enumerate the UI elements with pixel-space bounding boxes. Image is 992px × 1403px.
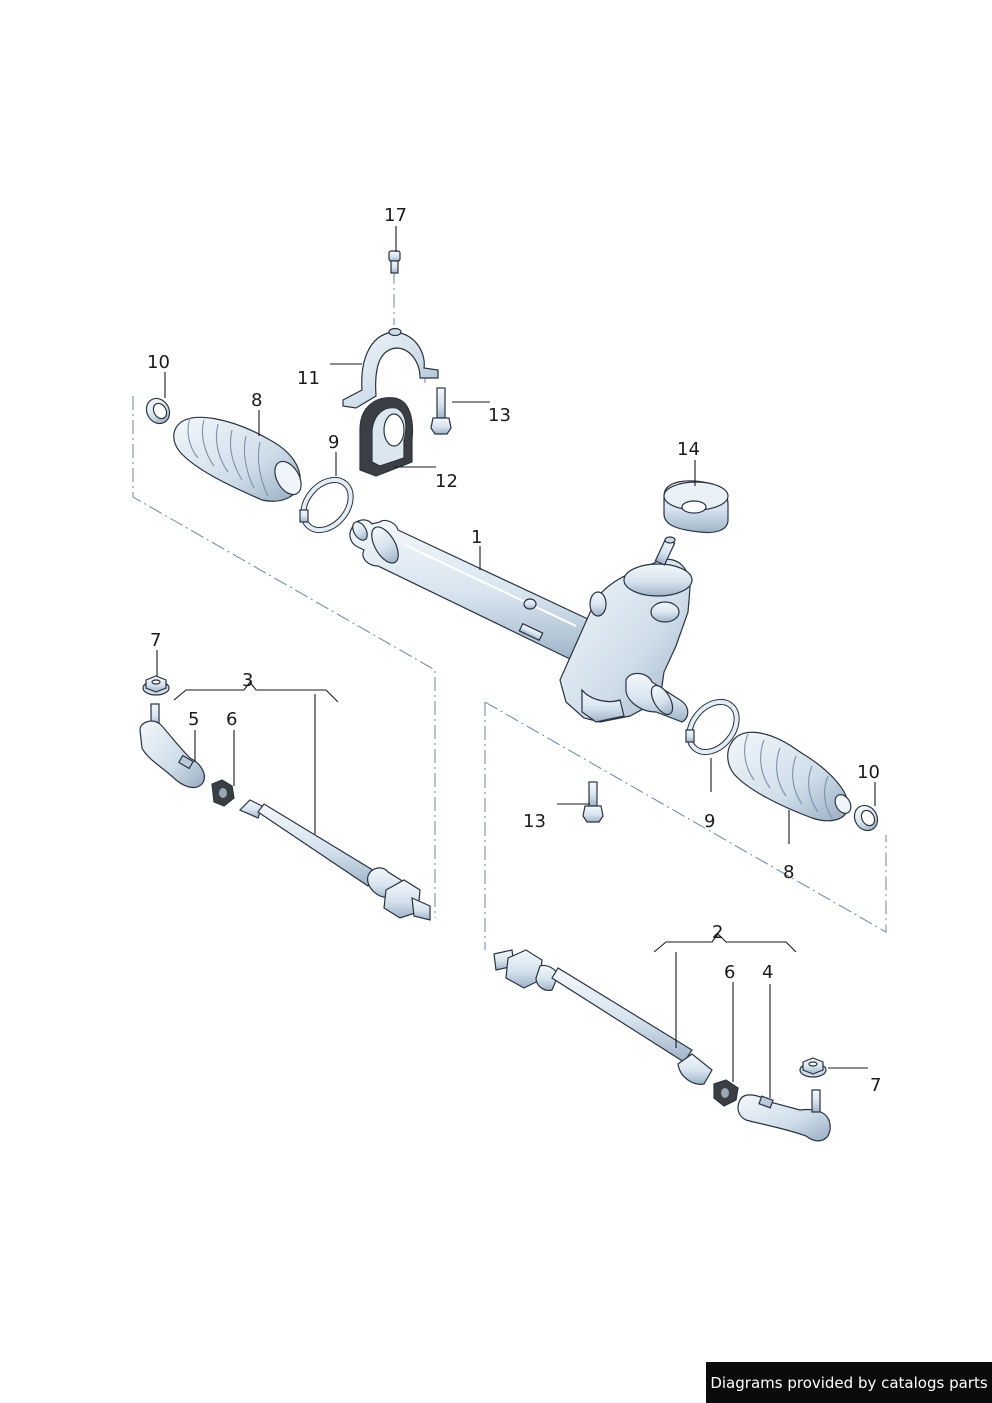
clamp-ring-10-right <box>853 804 879 832</box>
callout-12: 12 <box>435 471 458 492</box>
callout-13-bottom: 13 <box>523 811 546 832</box>
nut-7-left <box>142 675 170 696</box>
clamp-9-right <box>685 698 740 756</box>
callout-11: 11 <box>297 368 320 389</box>
watermark-text: Diagrams provided by catalogs parts <box>710 1373 988 1392</box>
bolt-13-upper <box>430 387 452 435</box>
leader-lines <box>156 226 876 1098</box>
tie-rod-2 <box>493 949 713 1085</box>
callout-10-right: 10 <box>857 762 880 783</box>
callout-6-left: 6 <box>226 709 237 730</box>
grommet-14 <box>663 480 729 534</box>
callout-7-left: 7 <box>150 630 161 651</box>
nut-7-right <box>799 1057 827 1078</box>
callout-6-right: 6 <box>724 962 735 983</box>
watermark-banner: Diagrams provided by catalogs parts <box>706 1362 992 1403</box>
tie-rod-3 <box>238 799 431 921</box>
callout-8-left: 8 <box>251 390 262 411</box>
clamp-9-left <box>299 476 354 534</box>
callout-1: 1 <box>471 527 482 548</box>
callout-5: 5 <box>188 709 199 730</box>
clamp-ring-10-left <box>145 397 171 425</box>
callout-9-right: 9 <box>704 811 715 832</box>
callout-9-left: 9 <box>328 432 339 453</box>
bolt-17 <box>388 250 401 274</box>
callout-10-left: 10 <box>147 352 170 373</box>
callout-3: 3 <box>242 670 253 691</box>
rubber-bush-12 <box>359 397 414 477</box>
callout-13-top: 13 <box>488 405 511 426</box>
callout-2: 2 <box>712 922 723 943</box>
nut-6-left <box>211 779 235 807</box>
callout-8-right: 8 <box>783 862 794 883</box>
callout-4: 4 <box>762 962 773 983</box>
tie-rod-end-4 <box>737 1089 831 1142</box>
bellows-boot-8-left <box>173 416 302 502</box>
nut-6-right <box>713 1079 739 1107</box>
callout-14: 14 <box>677 439 700 460</box>
bellows-boot-8-right <box>727 731 852 822</box>
tie-rod-end-5 <box>139 703 205 789</box>
callout-17: 17 <box>384 205 407 226</box>
bolt-13-lower <box>582 781 604 823</box>
clamp-bracket-11 <box>342 327 439 409</box>
callout-7-right: 7 <box>870 1075 881 1096</box>
callout-labels: 17 11 13 12 10 8 9 1 14 7 3 5 6 10 13 9 … <box>147 205 881 1096</box>
steering-rack-1 <box>349 519 693 723</box>
